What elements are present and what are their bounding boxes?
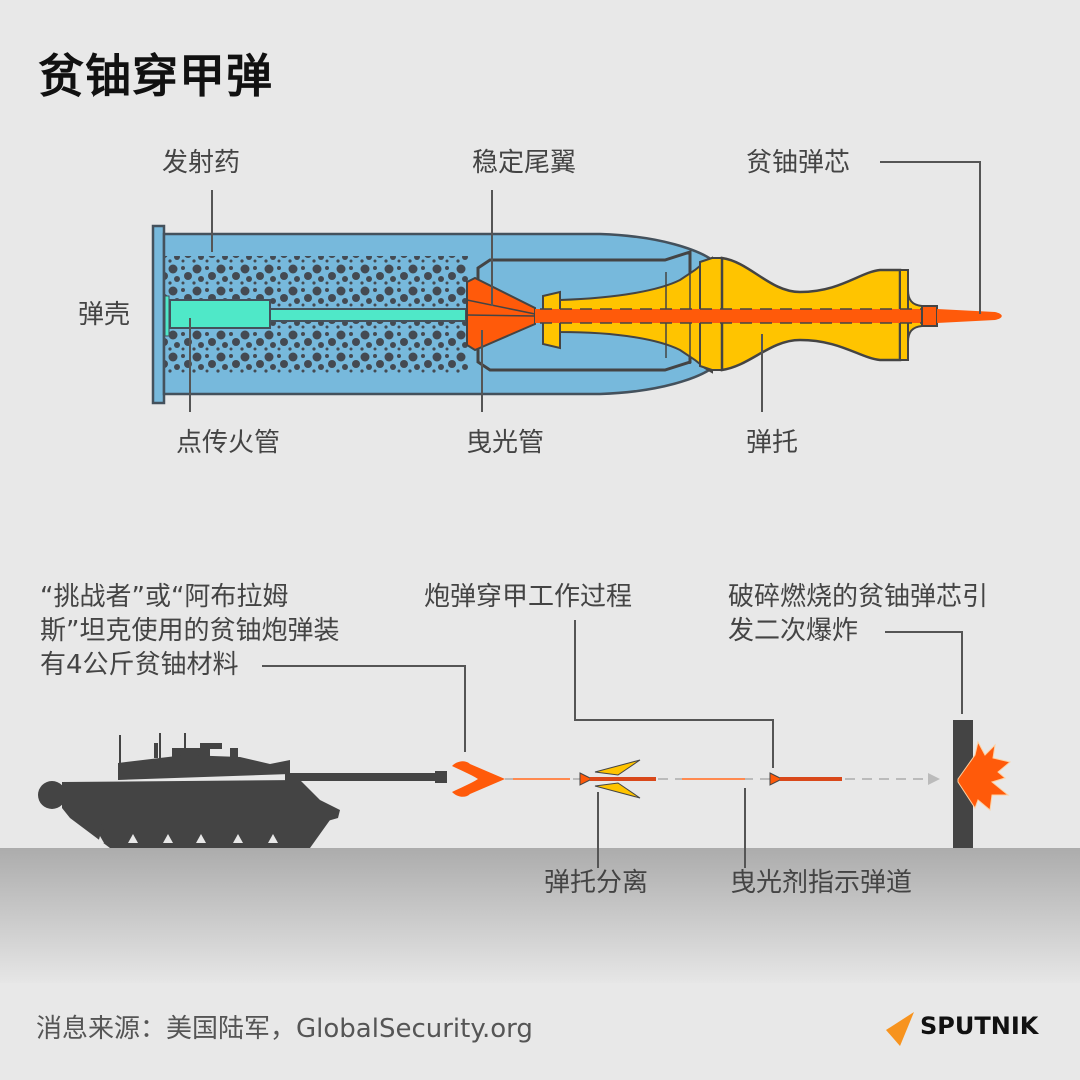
ground <box>0 848 1080 983</box>
explosion-icon <box>957 740 1012 811</box>
label-stabilizer-fins: 稳定尾翼 <box>472 148 577 178</box>
tank-wheels <box>98 834 278 843</box>
logo-text: SPUTNIK <box>920 1012 1039 1040</box>
explosion-note-line1: 破碎燃烧的贫铀弹芯引 <box>728 582 989 612</box>
tank-note-line1: “挑战者”或“阿布拉姆 <box>40 582 289 612</box>
label-tracer-tube: 曳光管 <box>466 428 545 458</box>
trajectory-line <box>505 773 940 785</box>
muzzle-flash <box>452 761 505 797</box>
shell-leader-lines <box>189 161 981 412</box>
label-propellant: 发射药 <box>162 148 241 178</box>
source-credit: 消息来源：美国陆军，GlobalSecurity.org <box>36 1014 533 1044</box>
sputnik-wing-icon <box>886 1012 914 1046</box>
du-penetrator-core <box>535 305 1002 327</box>
projectile-separating <box>579 759 656 799</box>
page-title: 贫铀穿甲弹 <box>38 49 273 103</box>
explosion-note-line2: 发二次爆炸 <box>728 616 859 646</box>
tank-silhouette <box>38 733 447 848</box>
projectile-tracer <box>769 772 842 786</box>
label-igniter-tube: 点传火管 <box>176 428 281 458</box>
label-sabot: 弹托 <box>746 428 799 458</box>
tracer-element <box>466 276 536 352</box>
tank-note-line2: 斯”坦克使用的贫铀炮弹装 <box>40 616 340 646</box>
tank-note-line3: 有4公斤贫铀材料 <box>40 650 239 680</box>
label-sabot-separation: 弹托分离 <box>544 868 649 898</box>
sputnik-logo: SPUTNIK <box>884 1008 1054 1048</box>
label-process-title: 炮弹穿甲工作过程 <box>424 582 633 612</box>
label-casing: 弹壳 <box>78 300 131 330</box>
label-du-core: 贫铀弹芯 <box>746 148 851 178</box>
process-leader-lines <box>262 620 963 868</box>
label-tracer-trajectory: 曳光剂指示弹道 <box>730 868 913 898</box>
